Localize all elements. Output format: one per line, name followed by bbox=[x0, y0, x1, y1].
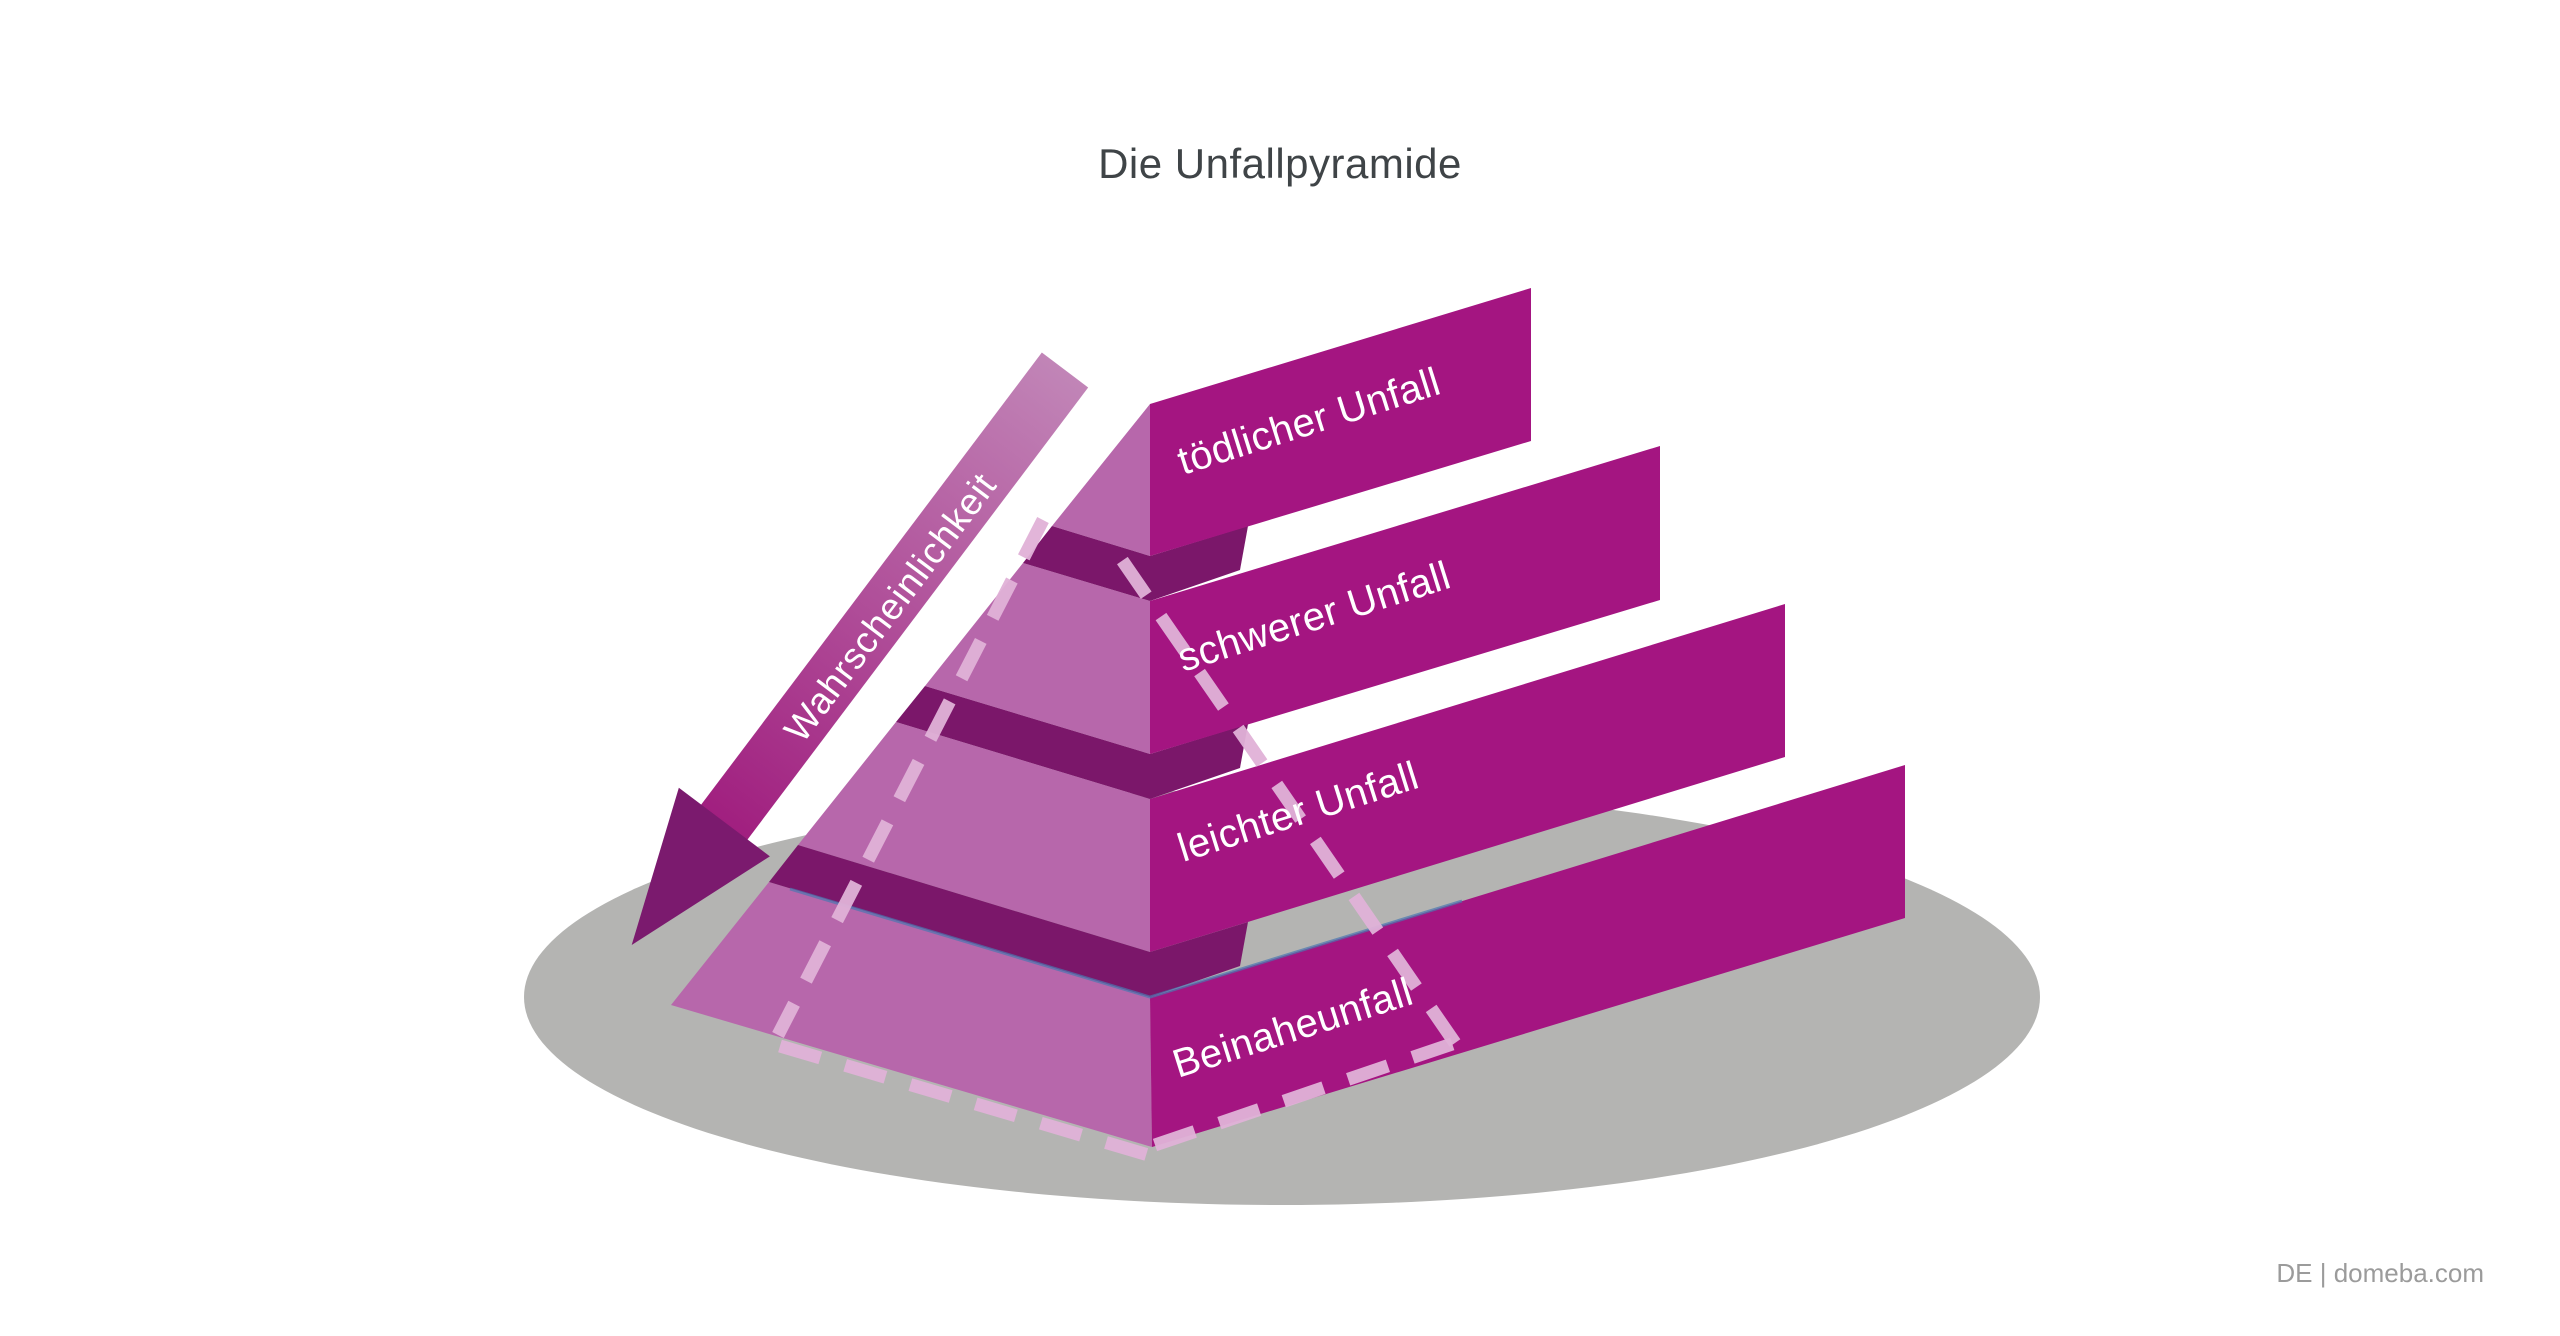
site-credit: DE | domeba.com bbox=[2276, 1258, 2484, 1288]
pyramid-left-face-layer-2 bbox=[925, 563, 1150, 754]
dashed-hidden-edge-left bbox=[772, 517, 1049, 1038]
banner-minor-accident bbox=[1150, 604, 1785, 952]
pyramid-left-face-layer-3 bbox=[798, 722, 1150, 952]
pyramid-right-shelf-3 bbox=[1150, 922, 1248, 997]
banner-near-miss bbox=[1150, 765, 1905, 1147]
dashed-hidden-edge-right bbox=[1116, 556, 1461, 1047]
pyramid-right-shelf-1 bbox=[1150, 526, 1248, 601]
probability-arrow bbox=[631, 352, 1089, 946]
pyramid-left-face-layer-4 bbox=[671, 882, 1152, 1147]
pyramid-left-step-band-1 bbox=[1023, 526, 1150, 601]
dashed-hidden-base-right bbox=[1152, 1036, 1458, 1152]
pyramid-left-step-band-3 bbox=[769, 845, 1150, 997]
pyramid-right-shelf-2 bbox=[1150, 724, 1248, 799]
page-title: Die Unfallpyramide bbox=[1098, 140, 1462, 187]
banner-severe-accident bbox=[1150, 446, 1660, 754]
probability-arrow-head-icon bbox=[631, 787, 770, 946]
banner-fatal-accident bbox=[1150, 288, 1531, 556]
pyramid-left-step-band-2 bbox=[896, 686, 1150, 799]
pyramid-left-face-layer-1 bbox=[1052, 404, 1150, 556]
blue-accent-line bbox=[789, 887, 1463, 999]
probability-arrow-shaft bbox=[693, 352, 1089, 850]
